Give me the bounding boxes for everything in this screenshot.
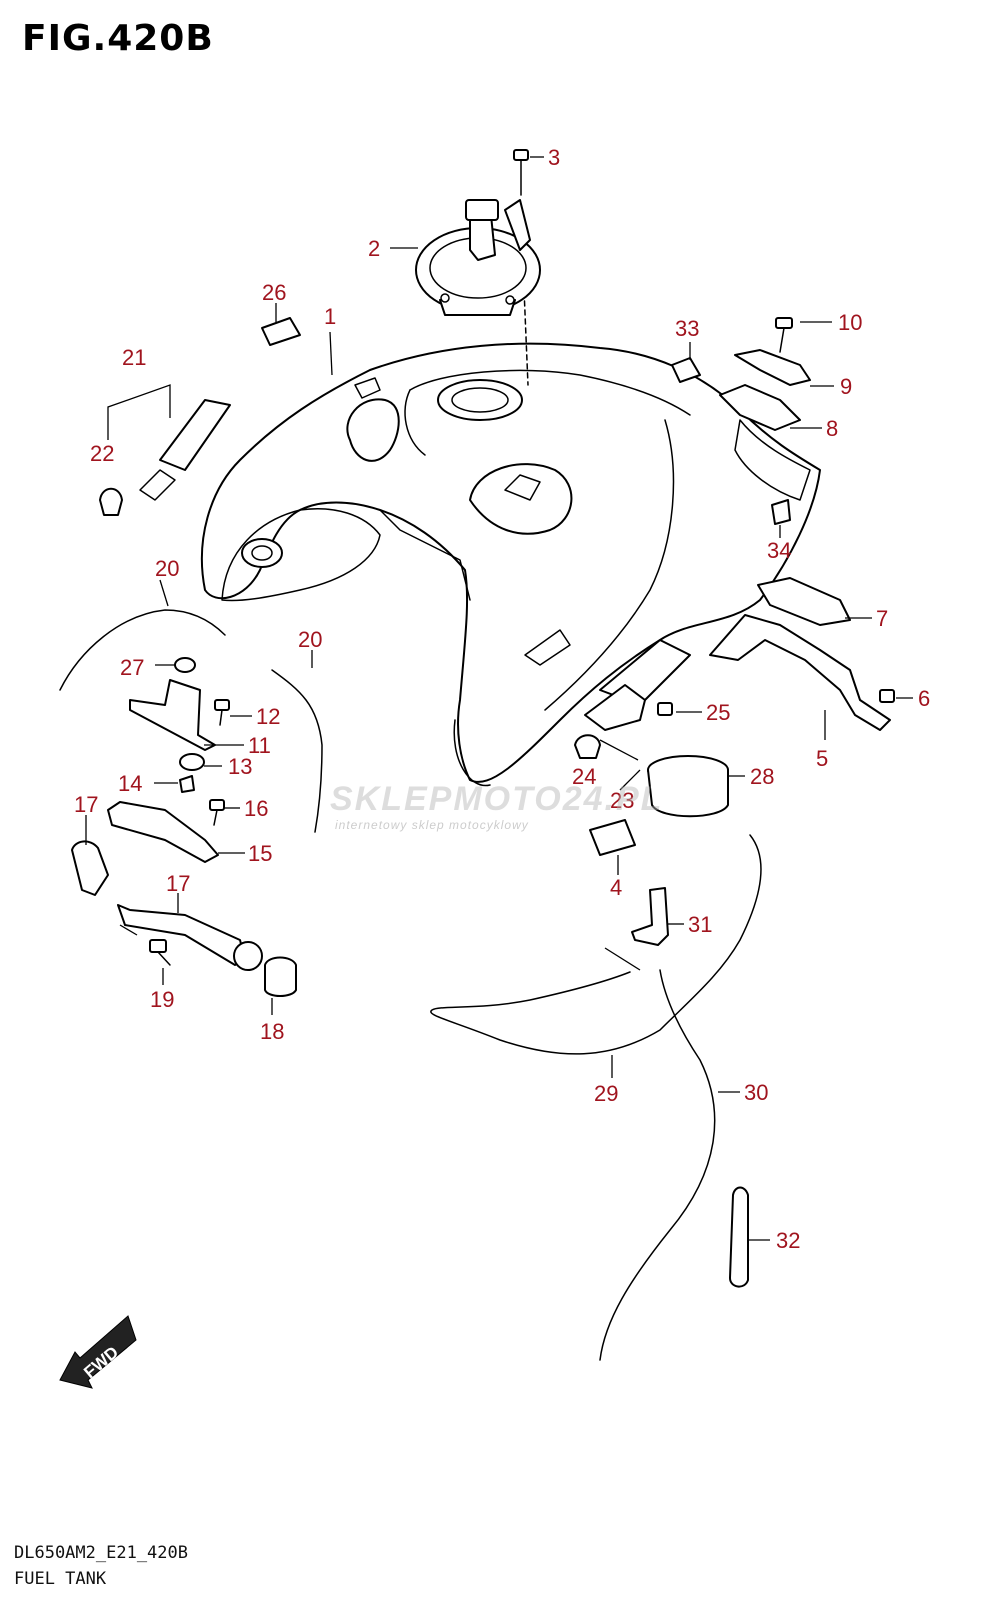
callout-30: 30 [744, 1080, 768, 1105]
callout-3: 3 [548, 145, 560, 170]
part-15-plate[interactable] [107, 801, 219, 863]
fwd-arrow-icon: FWD [59, 1315, 137, 1389]
callout-10: 10 [838, 310, 862, 335]
footer: DL650AM2_E21_420B FUEL TANK [14, 1540, 188, 1592]
part-2-fuel-cap-assembly[interactable] [415, 199, 541, 316]
part-25-bolt[interactable] [657, 702, 673, 716]
part-18-cushion[interactable] [264, 956, 297, 997]
callout-22: 22 [90, 441, 114, 466]
callout-33: 33 [675, 316, 699, 341]
callout-9: 9 [840, 374, 852, 399]
callout-21: 21 [122, 345, 146, 370]
callout-13: 13 [228, 754, 252, 779]
footer-model-code: DL650AM2_E21_420B [14, 1543, 188, 1563]
watermark-tagline: internetowy sklep motocyklowy [335, 818, 529, 832]
part-13-grommet[interactable] [179, 753, 205, 771]
callout-11: 11 [248, 733, 271, 758]
part-20-hose-right[interactable] [271, 669, 323, 833]
figure-title: FIG.420B [22, 18, 214, 59]
leader-lines [85, 156, 913, 1241]
part-17-stay[interactable] [117, 904, 246, 966]
callout-18: 18 [260, 1019, 284, 1044]
callout-34: 34 [767, 538, 791, 563]
callout-25: 25 [706, 700, 730, 725]
callout-28: 28 [750, 764, 774, 789]
footer-section-name: FUEL TANK [14, 1569, 107, 1589]
part-27-grommet[interactable] [174, 657, 196, 673]
part-6-bolt[interactable] [879, 689, 895, 703]
part-20-hose-left[interactable] [59, 609, 226, 691]
callout-17-bottom: 17 [166, 871, 190, 896]
part-3-screw[interactable] [513, 149, 529, 196]
callout-5: 5 [816, 746, 828, 771]
callout-2: 2 [368, 236, 380, 261]
part-19-bolt[interactable] [149, 939, 171, 966]
callout-32: 32 [776, 1228, 800, 1253]
part-30-hose[interactable] [599, 969, 716, 1361]
part-26-label[interactable] [261, 317, 301, 346]
callout-15: 15 [248, 841, 272, 866]
callout-8: 8 [826, 416, 838, 441]
leader-21-22 [107, 384, 171, 440]
callout-27: 27 [120, 655, 144, 680]
part-32-clamp[interactable] [729, 1186, 749, 1288]
callout-7: 7 [876, 606, 888, 631]
callout-23: 23 [610, 788, 634, 813]
part-11-bracket[interactable] [129, 679, 216, 751]
callout-24: 24 [572, 764, 596, 789]
callout-4: 4 [610, 875, 622, 900]
part-10-bolt[interactable] [775, 317, 793, 353]
callout-20-left: 20 [155, 556, 179, 581]
part-17-clamp-left[interactable] [71, 840, 109, 896]
part-23-clip[interactable] [584, 684, 646, 731]
callout-17-top: 17 [74, 792, 98, 817]
callout-16: 16 [244, 796, 268, 821]
part-29-hose[interactable] [430, 834, 762, 1055]
part-12-bolt[interactable] [214, 699, 230, 726]
part-9-plate[interactable] [734, 349, 811, 386]
part-34-pad[interactable] [771, 499, 791, 525]
callout-26: 26 [262, 280, 286, 305]
callout-numbers: 3 2 26 1 33 10 21 9 8 22 34 20 7 20 27 6… [74, 145, 930, 1253]
part-31-joint[interactable] [631, 887, 669, 946]
callout-19: 19 [150, 987, 174, 1012]
part-4-pad[interactable] [589, 819, 636, 856]
callout-12: 12 [256, 704, 280, 729]
part-8-gasket[interactable] [719, 384, 801, 431]
part-21-strap[interactable] [139, 399, 231, 501]
part-16-bolt[interactable] [209, 799, 225, 826]
callout-29: 29 [594, 1081, 618, 1106]
part-28-ring[interactable] [647, 755, 729, 818]
part-5-bracket[interactable] [709, 614, 891, 731]
part-14-collar[interactable] [179, 775, 195, 793]
part-7-cushion[interactable] [757, 577, 851, 626]
callout-14: 14 [118, 771, 142, 796]
callout-20-right: 20 [298, 627, 322, 652]
callout-31: 31 [688, 912, 712, 937]
part-17-stay-eye [233, 941, 263, 971]
part-22-cap[interactable] [99, 487, 123, 516]
part-24-cap[interactable] [574, 734, 601, 759]
part-33-pad[interactable] [671, 357, 701, 383]
callout-6: 6 [918, 686, 930, 711]
callout-1: 1 [324, 304, 336, 329]
watermark-brand: SKLEPMOTO24.PL [330, 780, 664, 818]
